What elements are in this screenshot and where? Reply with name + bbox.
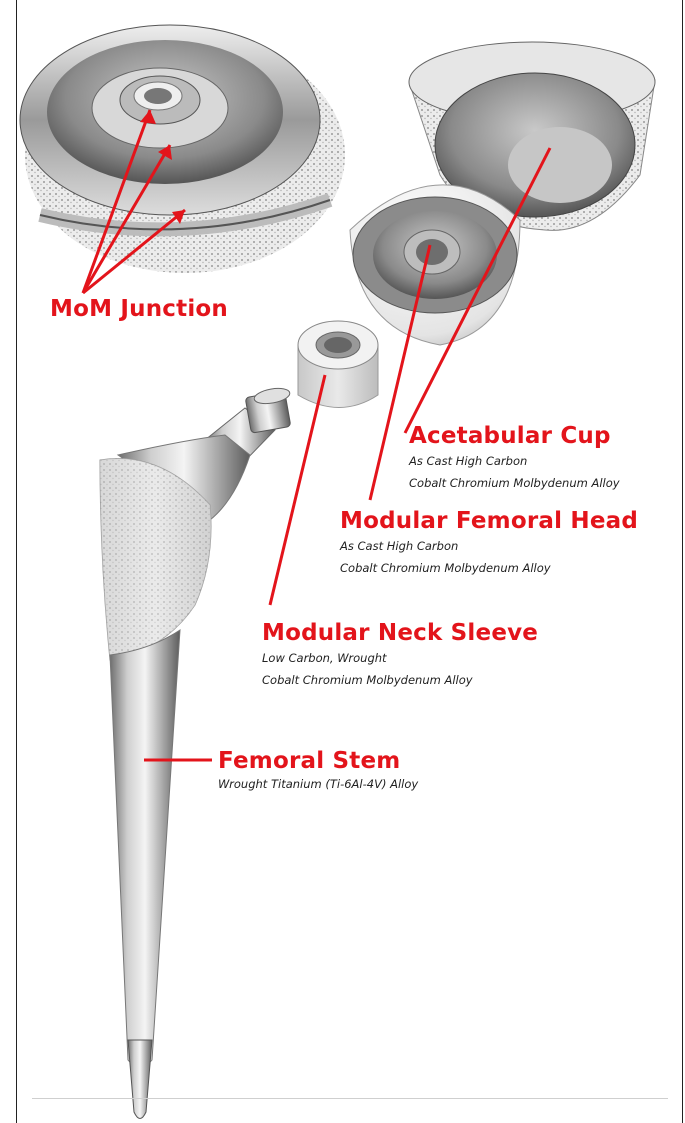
femoral-head-callout: Modular Femoral Head As Cast High Carbon… (340, 510, 638, 579)
femoral-stem-title: Femoral Stem (218, 750, 418, 773)
acetabular-cup-callout: Acetabular Cup As Cast High Carbon Cobal… (409, 425, 620, 494)
neck-sleeve-callout: Modular Neck Sleeve Low Carbon, Wrought … (262, 622, 538, 691)
neck-sleeve-material-line1: Low Carbon, Wrought (262, 647, 538, 669)
femoral-head-title: Modular Femoral Head (340, 510, 638, 533)
femoral-stem-callout: Femoral Stem Wrought Titanium (Ti-6Al-4V… (218, 750, 418, 795)
neck-sleeve-title: Modular Neck Sleeve (262, 622, 538, 645)
femoral-stem-material-line1: Wrought Titanium (Ti-6Al-4V) Alloy (218, 773, 418, 795)
neck-sleeve-material-line2: Cobalt Chromium Molbydenum Alloy (262, 669, 538, 691)
mom-junction-label: MoM Junction (50, 298, 228, 321)
femoral-head-material-line2: Cobalt Chromium Molbydenum Alloy (340, 557, 638, 579)
bottom-divider (32, 1098, 668, 1099)
acetabular-cup-material-line1: As Cast High Carbon (409, 450, 620, 472)
acetabular-cup-title: Acetabular Cup (409, 425, 620, 448)
femoral-head-material-line1: As Cast High Carbon (340, 535, 638, 557)
femoral-head-image (350, 185, 520, 345)
assembled-cup-image (20, 25, 345, 273)
neck-sleeve-image (298, 321, 378, 408)
acetabular-cup-material-line2: Cobalt Chromium Molbydenum Alloy (409, 472, 620, 494)
